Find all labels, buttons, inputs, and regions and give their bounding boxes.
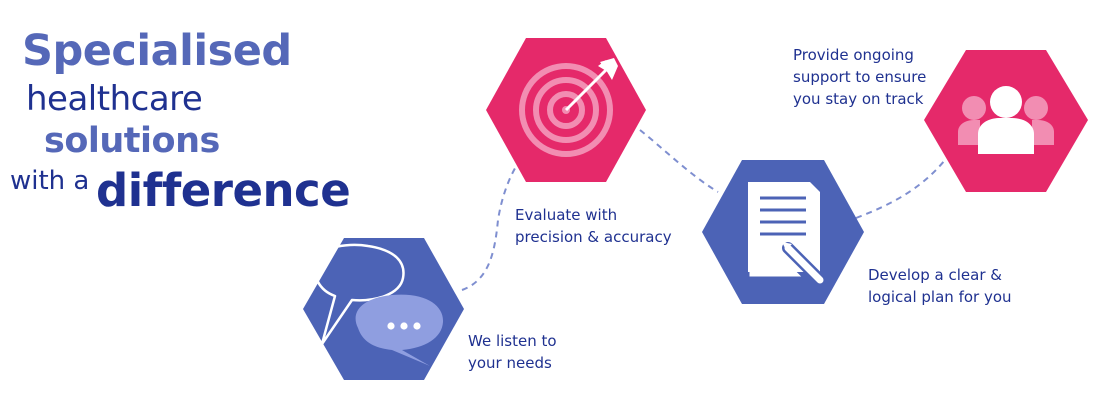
step-plan-hexagon	[702, 160, 864, 304]
headline-line-difference: difference	[96, 164, 351, 217]
step-support-hexagon	[924, 50, 1088, 192]
caption-evaluate: Evaluate with precision & accuracy	[515, 204, 672, 248]
target-arrow-icon	[519, 58, 618, 157]
chat-bubbles-icon	[313, 243, 444, 366]
caption-plan: Develop a clear & logical plan for you	[868, 264, 1012, 308]
headline-line-solutions: solutions	[44, 121, 220, 161]
caption-support-line3: you stay on track	[793, 90, 924, 108]
headline-line-healthcare: healthcare	[26, 79, 203, 119]
caption-plan-line1: Develop a clear &	[868, 266, 1002, 284]
dashed-connectors	[461, 129, 946, 291]
connector-1-2	[461, 159, 521, 291]
caption-support: Provide ongoing support to ensure you st…	[793, 44, 926, 110]
people-icon	[958, 86, 1054, 154]
caption-listen-line2: your needs	[468, 354, 552, 372]
step-listen-hexagon	[303, 238, 464, 380]
caption-listen-line1: We listen to	[468, 332, 557, 350]
step-evaluate-hexagon	[486, 38, 646, 182]
caption-evaluate-line2: precision & accuracy	[515, 228, 672, 246]
caption-evaluate-line1: Evaluate with	[515, 206, 618, 224]
caption-listen: We listen to your needs	[468, 330, 557, 374]
connector-2-3	[639, 129, 719, 193]
caption-support-line2: support to ensure	[793, 68, 927, 86]
caption-plan-line2: logical plan for you	[868, 288, 1012, 306]
headline-line-with-a: with a	[10, 166, 90, 196]
connector-3-4	[855, 159, 946, 219]
headline-line-specialised: Specialised	[22, 26, 292, 76]
caption-support-line1: Provide ongoing	[793, 46, 914, 64]
document-pencil-icon	[748, 182, 826, 286]
